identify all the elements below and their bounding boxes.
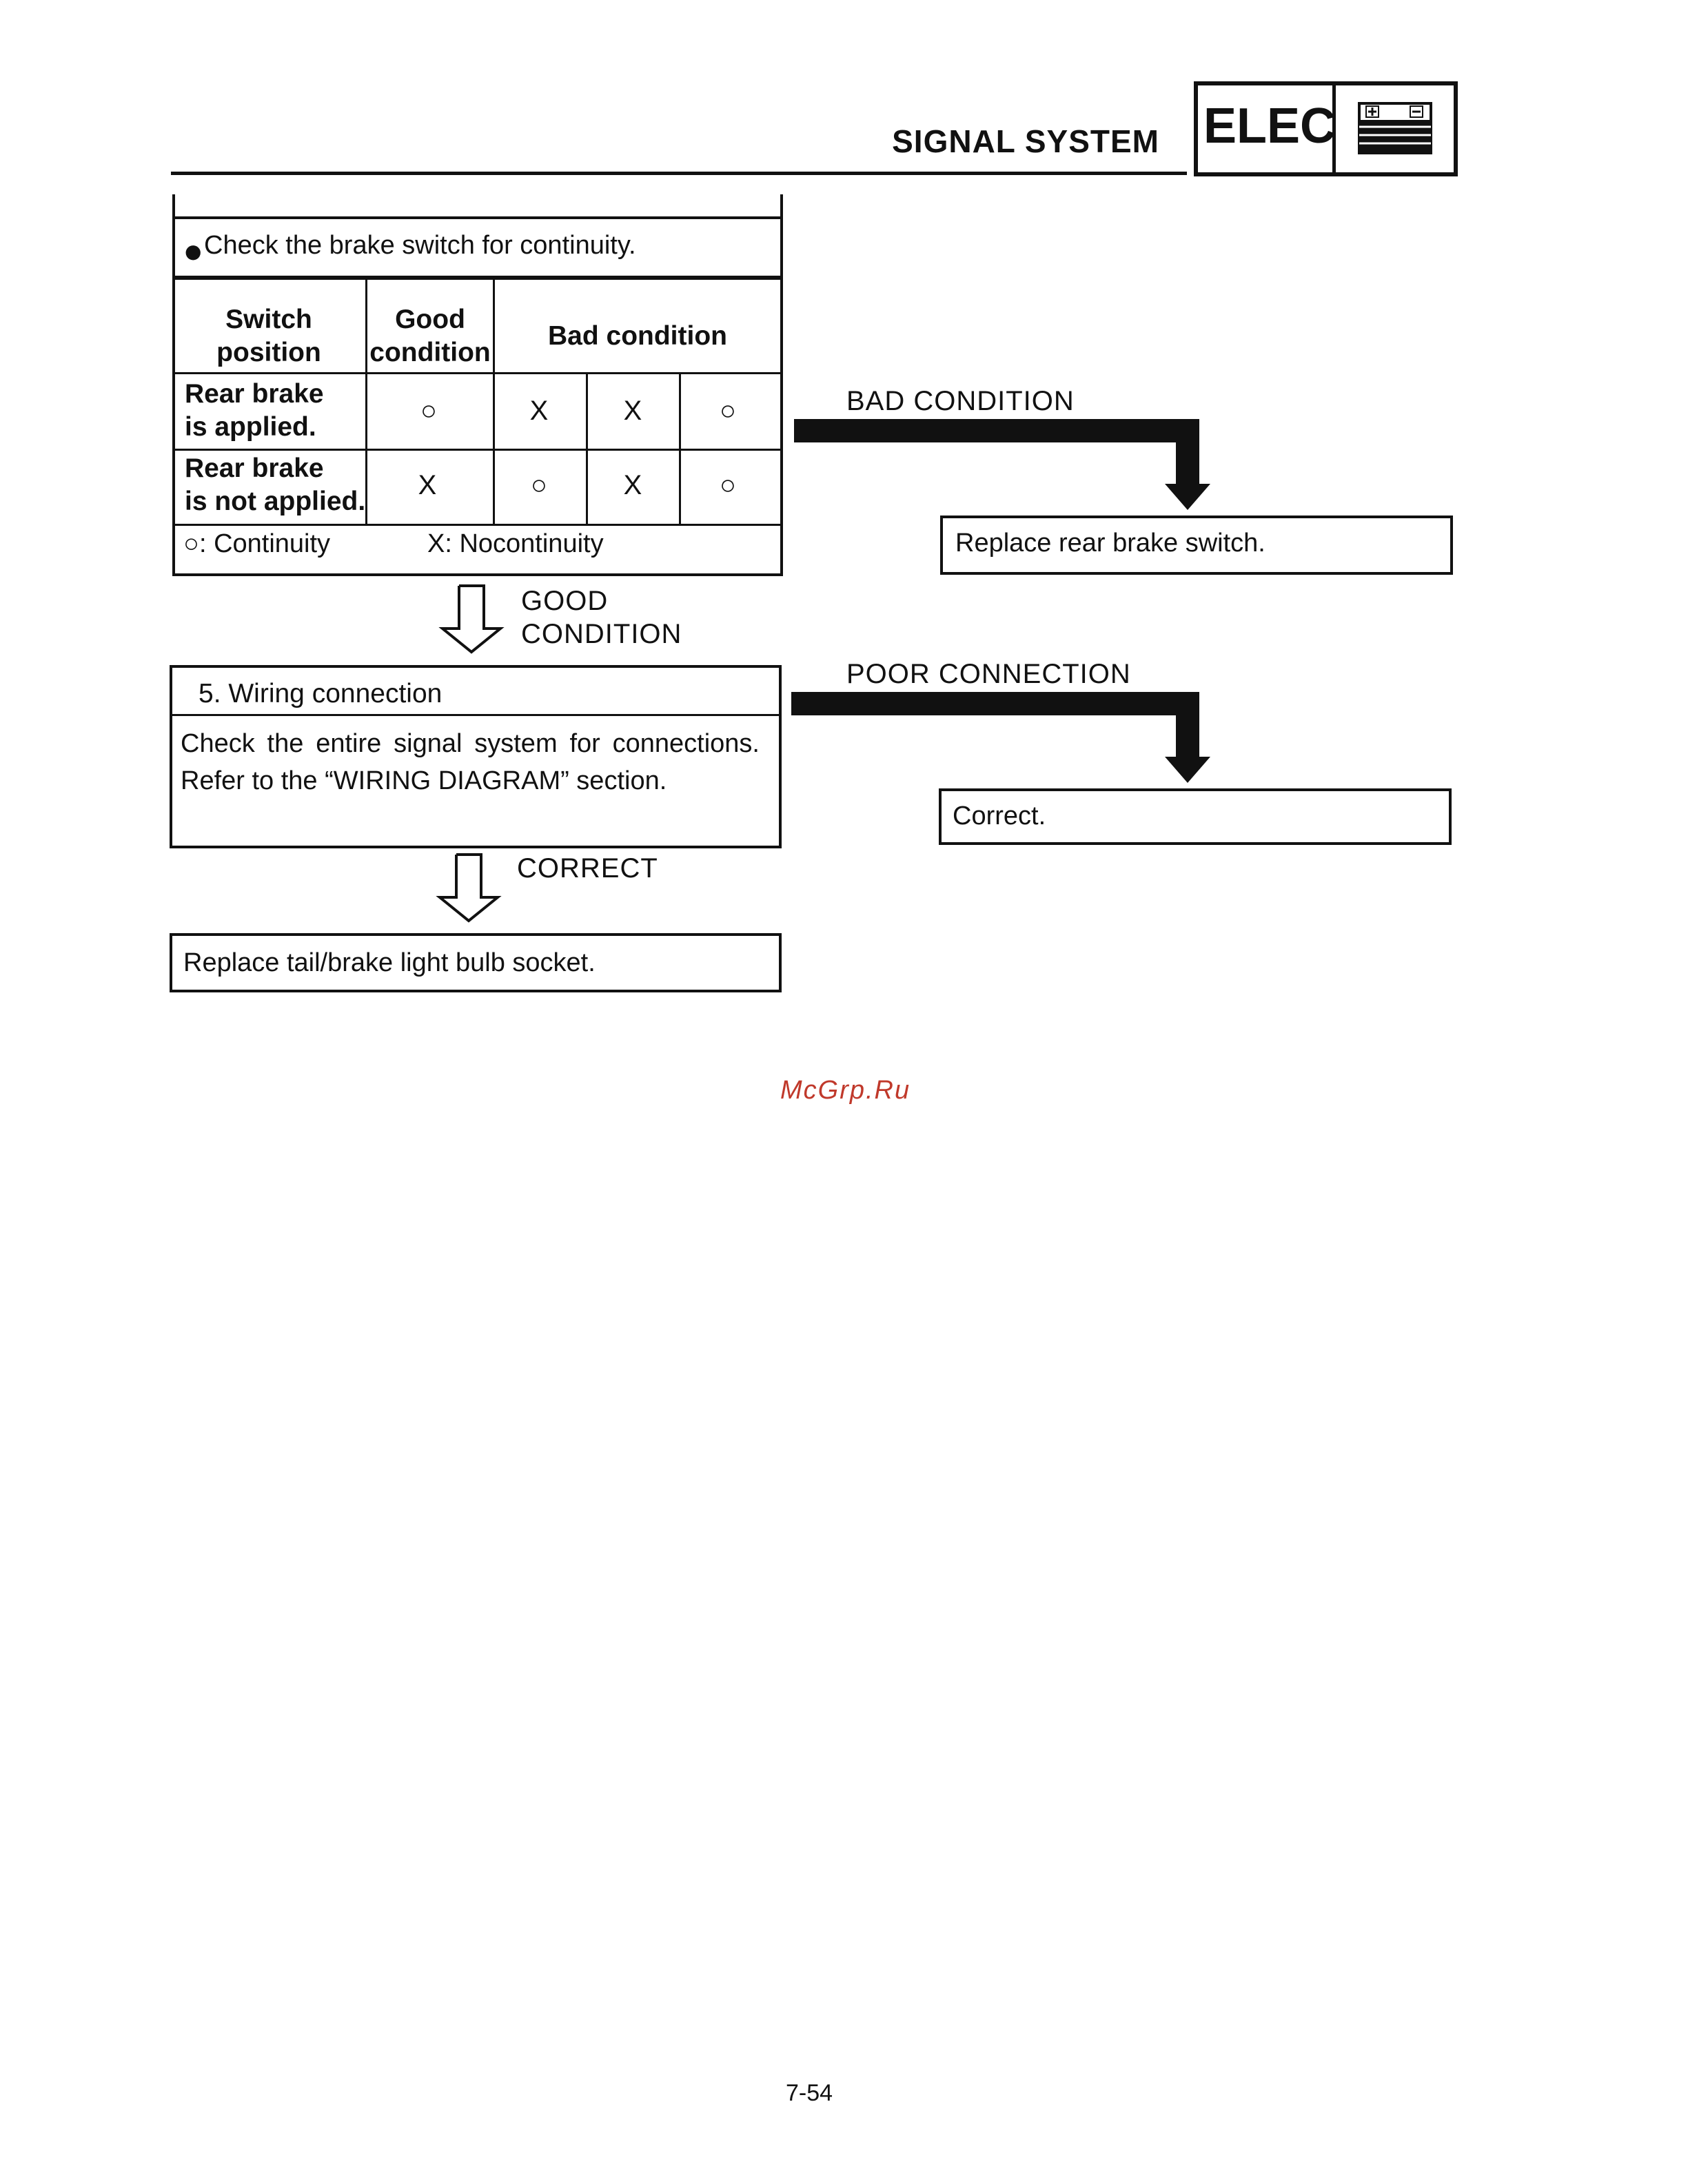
row-label-line: Rear brake bbox=[185, 453, 324, 483]
legend-continuity: ○: Continuity bbox=[183, 529, 331, 558]
elec-badge-label: ELEC bbox=[1203, 99, 1336, 154]
good-condition-arrow-icon bbox=[438, 584, 505, 654]
header-bad-condition: Bad condition bbox=[548, 321, 727, 351]
good-condition-line: CONDITION bbox=[521, 619, 682, 649]
header-line: condition bbox=[369, 338, 491, 367]
cell-good: X bbox=[418, 470, 437, 500]
row-label-line: is applied. bbox=[185, 412, 316, 442]
replace-socket-box bbox=[170, 933, 782, 992]
connector-line bbox=[172, 194, 175, 218]
wiring-connection-title: 5. Wiring connection bbox=[199, 679, 443, 708]
bad-condition-arrow-icon bbox=[794, 419, 1210, 510]
table-divider bbox=[365, 278, 367, 525]
correct-label: CORRECT bbox=[517, 853, 658, 884]
header-line: position bbox=[216, 338, 321, 367]
bullet-icon: ● bbox=[185, 240, 202, 263]
cell-bad: ○ bbox=[530, 470, 548, 500]
continuity-table bbox=[172, 277, 783, 576]
legend-nocontinuity: X: Nocontinuity bbox=[427, 529, 604, 558]
cell-good: ○ bbox=[420, 396, 438, 426]
table-divider bbox=[493, 278, 495, 525]
watermark: McGrp.Ru bbox=[780, 1076, 911, 1105]
cell-bad: ○ bbox=[719, 470, 737, 500]
replace-switch-box bbox=[940, 516, 1453, 575]
row-label-line: Rear brake bbox=[185, 379, 324, 409]
correct-box-text: Correct. bbox=[953, 802, 1046, 830]
correct-box bbox=[939, 788, 1452, 845]
cell-bad: X bbox=[623, 470, 642, 500]
battery-icon bbox=[1358, 102, 1432, 154]
cell-bad: X bbox=[529, 396, 549, 426]
header-good-condition: Good condition bbox=[367, 303, 493, 369]
page-title: SIGNAL SYSTEM bbox=[892, 123, 1159, 159]
good-condition-label: GOOD CONDITION bbox=[521, 584, 682, 651]
replace-switch-text: Replace rear brake switch. bbox=[955, 529, 1265, 558]
table-divider bbox=[174, 524, 782, 526]
good-condition-line: GOOD bbox=[521, 586, 609, 616]
wiring-connection-body: Check the entire signal system for conne… bbox=[181, 729, 760, 795]
table-divider bbox=[174, 372, 782, 374]
row-label-line: is not applied. bbox=[185, 487, 366, 516]
correct-arrow-icon bbox=[436, 853, 502, 923]
header-line: Good bbox=[395, 305, 465, 334]
bad-condition-label: BAD CONDITION bbox=[846, 386, 1075, 416]
connector-line bbox=[780, 194, 783, 218]
elec-badge bbox=[1194, 81, 1458, 176]
header-line: Switch bbox=[225, 305, 312, 334]
table-divider bbox=[174, 449, 782, 451]
wiring-divider bbox=[171, 714, 780, 716]
page-number: 7-54 bbox=[786, 2080, 833, 2106]
elec-badge-divider bbox=[1332, 81, 1336, 176]
check-step-label: Check the brake switch for continuity. bbox=[204, 231, 636, 260]
replace-socket-text: Replace tail/brake light bulb socket. bbox=[183, 948, 596, 977]
wiring-connection-box bbox=[170, 665, 782, 848]
poor-connection-arrow-icon bbox=[791, 692, 1210, 783]
row-label-not-applied: Rear brake is not applied. bbox=[185, 452, 365, 518]
poor-connection-label: POOR CONNECTION bbox=[846, 659, 1131, 689]
header-switch-position: Switch position bbox=[186, 303, 352, 369]
cell-bad: ○ bbox=[719, 396, 737, 426]
cell-bad: X bbox=[623, 396, 642, 426]
row-label-applied: Rear brake is applied. bbox=[185, 378, 324, 444]
header-rule bbox=[171, 172, 1187, 175]
